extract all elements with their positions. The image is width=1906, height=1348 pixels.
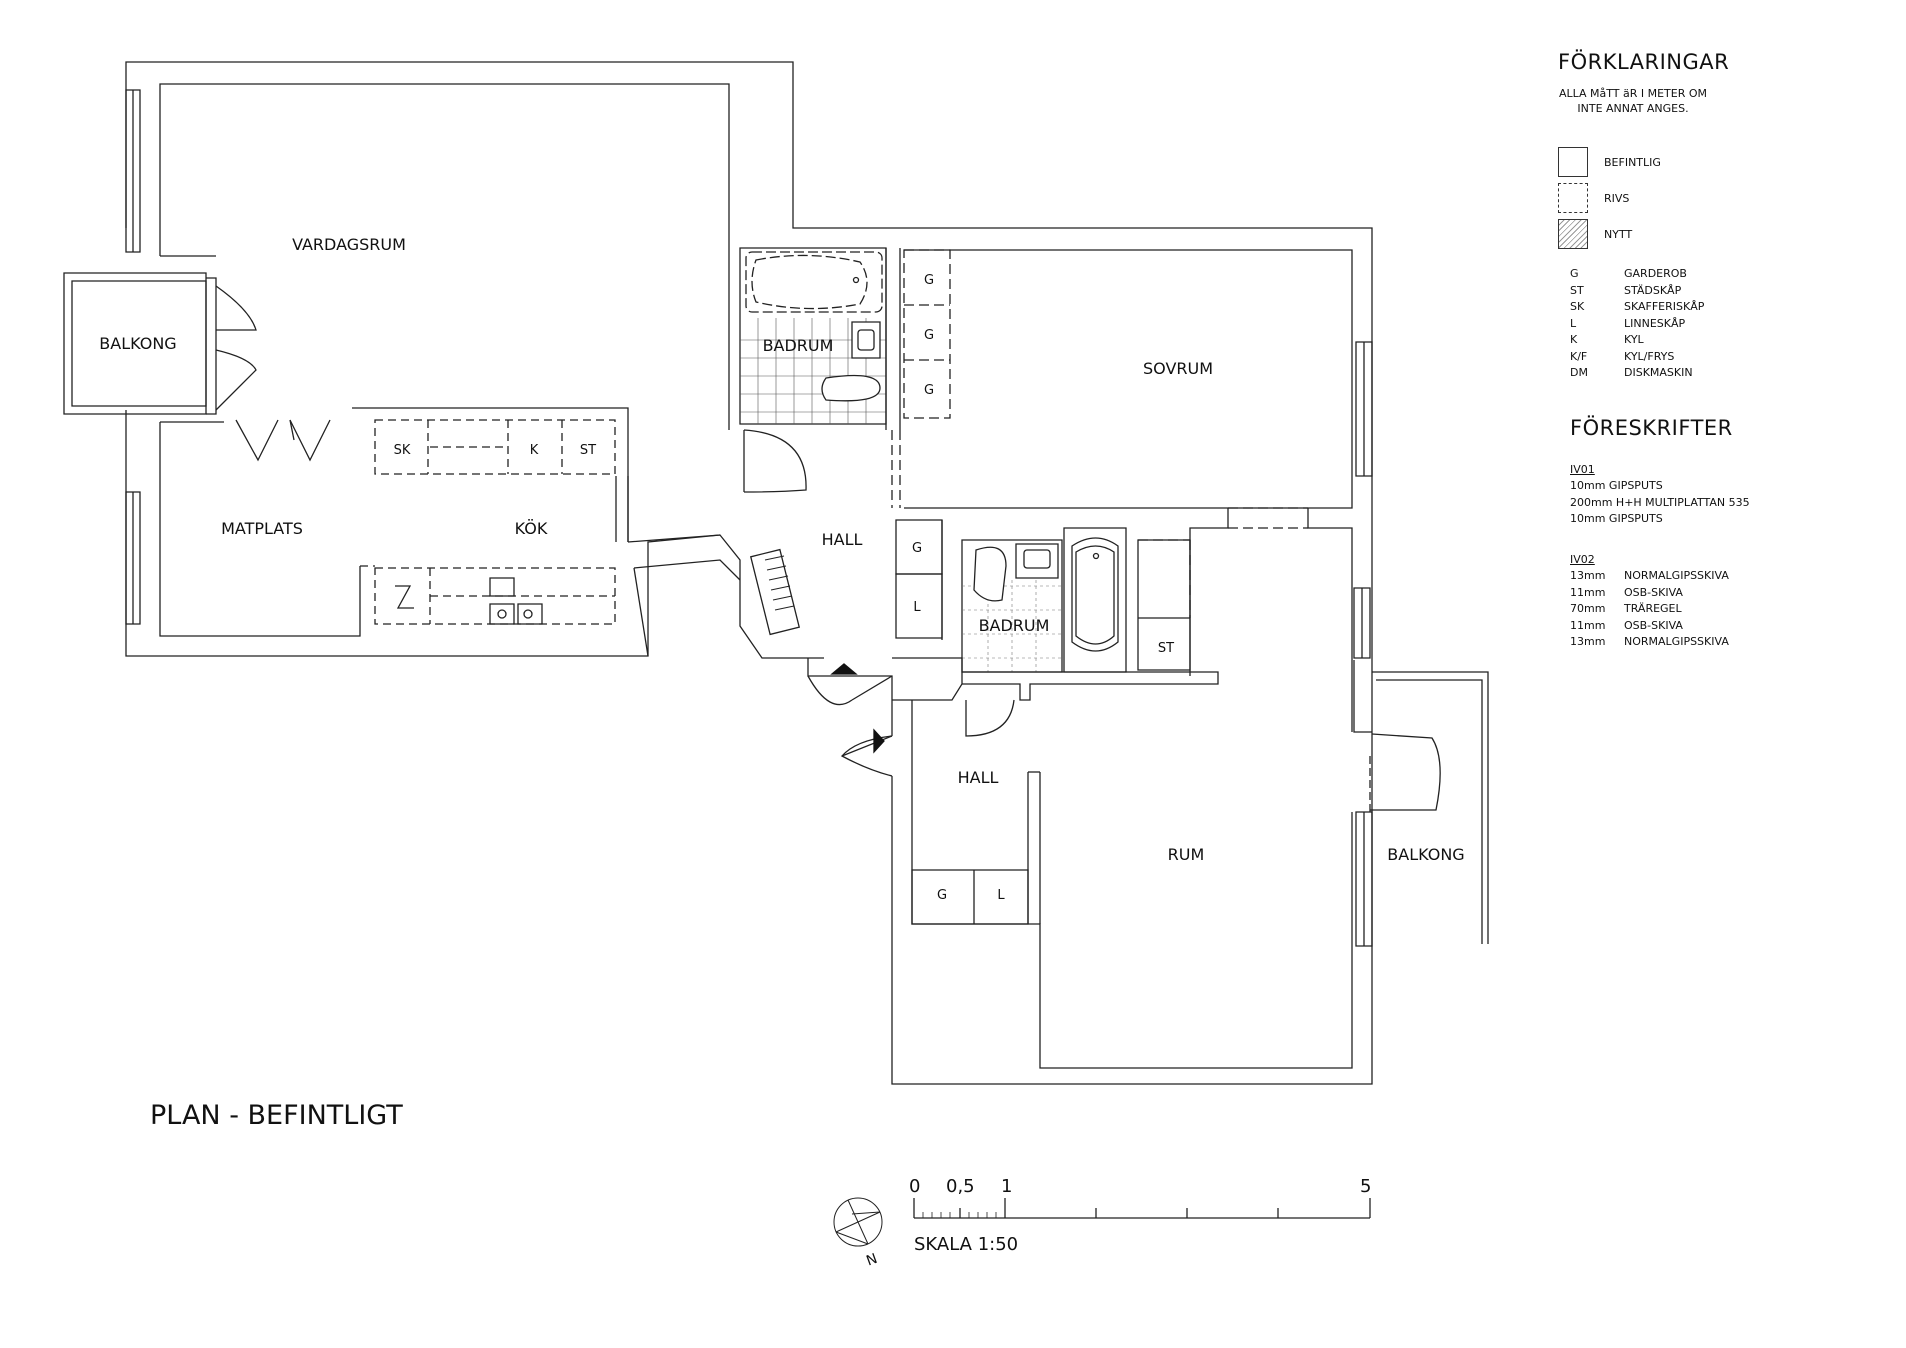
legend-panel: FÖRKLARINGAR ALLA MåTT äR I METER OM INT… <box>1548 50 1878 651</box>
abbr-code: ST <box>1570 283 1584 297</box>
room-badrum-top: BADRUM <box>763 336 834 355</box>
room-matplats: MATPLATS <box>221 519 303 538</box>
spec-material: TRÄREGEL <box>1624 602 1682 615</box>
spec-thickness: 11mm <box>1570 618 1606 632</box>
fixture-st-bath: ST <box>1158 641 1174 656</box>
spec-thickness: 70mm <box>1570 602 1606 615</box>
legend-swatch-nytt <box>1558 219 1588 249</box>
room-balkong-right: BALKONG <box>1387 845 1464 864</box>
legend-label-nytt: NYTT <box>1604 227 1633 241</box>
spec-iv01: IV01 10mm GIPSPUTS 200mm H+H MULTIPLATTA… <box>1570 462 1878 528</box>
fixture-k: K <box>530 443 539 458</box>
spec-thickness: 13mm <box>1570 635 1606 648</box>
legend-swatch-befintlig <box>1558 147 1588 177</box>
room-badrum-center: BADRUM <box>979 616 1050 635</box>
scale-tick-5: 5 <box>1360 1176 1371 1197</box>
fixture-g3: G <box>924 383 934 398</box>
spec-iv02-layer: 13mm NORMALGIPSSKIVA <box>1570 568 1878 585</box>
legend-title: FÖRKLARINGAR <box>1558 50 1730 74</box>
abbr-row: G GARDEROB <box>1570 266 1878 283</box>
spec-material: OSB-SKIVA <box>1624 585 1683 599</box>
room-hall-center: HALL <box>822 530 863 549</box>
room-balkong-left: BALKONG <box>99 334 176 353</box>
plan-title: PLAN - BEFINTLIGT <box>150 1100 403 1131</box>
spec-iv02-layer: 11mm OSB-SKIVA <box>1570 618 1878 635</box>
legend-symbol-nytt: NYTT <box>1558 216 1878 252</box>
spec-iv02-code: IV02 <box>1570 552 1595 566</box>
abbr-meaning: KYL/FRYS <box>1624 349 1675 363</box>
abbr-meaning: KYL <box>1624 333 1644 346</box>
legend-symbol-befintlig: BEFINTLIG <box>1558 144 1878 180</box>
spec-iv01-code: IV01 <box>1570 462 1595 476</box>
spec-material: NORMALGIPSSKIVA <box>1624 635 1729 648</box>
room-hall-lower: HALL <box>958 768 999 787</box>
abbr-code: L <box>1570 316 1577 330</box>
abbr-code: G <box>1570 267 1579 280</box>
abbr-meaning: LINNESKÅP <box>1624 316 1686 330</box>
wall-outer-left-unit <box>126 62 1372 1084</box>
wall-kitchen-right <box>352 408 628 542</box>
scale-tick-1: 1 <box>1001 1176 1012 1197</box>
fixture-g1: G <box>924 273 934 288</box>
legend-note: ALLA MåTT äR I METER OM INTE ANNAT ANGES… <box>1558 87 1708 115</box>
room-kok: KÖK <box>515 519 548 538</box>
scale-tick-0: 0 <box>909 1176 920 1197</box>
spec-iv02-layer: 11mm OSB-SKIVA <box>1570 585 1878 602</box>
hall-rack <box>751 550 799 635</box>
fixture-g-lower: G <box>937 888 947 903</box>
abbr-code: SK <box>1570 300 1585 313</box>
north-label: N <box>864 1251 879 1270</box>
north-arrow-icon <box>834 1198 882 1246</box>
fixture-l-lower: L <box>997 888 1005 903</box>
abbr-meaning: STÄDSKÅP <box>1624 283 1682 297</box>
wall-inner-vardagsrum <box>160 84 729 430</box>
balcony-right <box>1372 672 1488 944</box>
sovrum-walls <box>904 250 1352 508</box>
legend-swatch-rivs <box>1558 183 1588 213</box>
fixture-g2: G <box>924 328 934 343</box>
spec-thickness: 11mm <box>1570 585 1606 599</box>
abbr-row: K/F KYL/FRYS <box>1570 349 1878 366</box>
fixture-st-kitchen: ST <box>580 443 596 458</box>
abbr-meaning: GARDEROB <box>1624 267 1687 280</box>
scale-bar <box>914 1198 1370 1218</box>
wall-left-lower <box>126 410 720 656</box>
abbr-code: K/F <box>1570 349 1588 363</box>
spec-iv01-layer: 10mm GIPSPUTS <box>1570 479 1663 492</box>
abbr-row: SK SKAFFERISKÅP <box>1570 299 1878 316</box>
wall-inner-matplats <box>160 422 360 636</box>
fixture-sk: SK <box>394 443 411 458</box>
spec-iv01-layer: 10mm GIPSPUTS <box>1570 512 1663 525</box>
abbr-row: ST STÄDSKÅP <box>1570 283 1878 300</box>
specs-title: FÖRESKRIFTER <box>1570 415 1733 440</box>
abbr-code: K <box>1570 333 1578 346</box>
spec-material: OSB-SKIVA <box>1624 618 1683 632</box>
scale-tick-05: 0,5 <box>946 1176 975 1197</box>
legend-label-rivs: RIVS <box>1604 191 1630 205</box>
scale-label: SKALA 1:50 <box>914 1234 1018 1255</box>
legend-abbreviations: G GARDEROB ST STÄDSKÅP SK SKAFFERISKÅP L LIN… <box>1570 266 1878 382</box>
abbr-row: L LINNESKÅP <box>1570 316 1878 333</box>
abbr-meaning: DISKMASKIN <box>1624 366 1693 379</box>
spec-iv01-layer: 200mm H+H MULTIPLATTAN 535 <box>1570 495 1750 509</box>
room-sovrum: SOVRUM <box>1143 359 1213 378</box>
room-vardagsrum: VARDAGSRUM <box>292 235 406 254</box>
legend-label-befintlig: BEFINTLIG <box>1604 155 1661 169</box>
legend-symbol-rivs: RIVS <box>1558 180 1878 216</box>
fixture-g-hall: G <box>912 541 922 556</box>
spec-material: NORMALGIPSSKIVA <box>1624 569 1729 582</box>
abbr-code: DM <box>1570 366 1588 379</box>
abbr-meaning: SKAFFERISKÅP <box>1624 300 1705 313</box>
spec-iv02-layer: 70mm TRÄREGEL <box>1570 601 1878 618</box>
spec-iv02-layer: 13mm NORMALGIPSSKIVA <box>1570 634 1878 651</box>
abbr-row: K KYL <box>1570 332 1878 349</box>
abbr-row: DM DISKMASKIN <box>1570 365 1878 382</box>
spec-thickness: 13mm <box>1570 569 1606 582</box>
fixture-l-hall: L <box>913 600 921 615</box>
room-rum: RUM <box>1168 845 1205 864</box>
